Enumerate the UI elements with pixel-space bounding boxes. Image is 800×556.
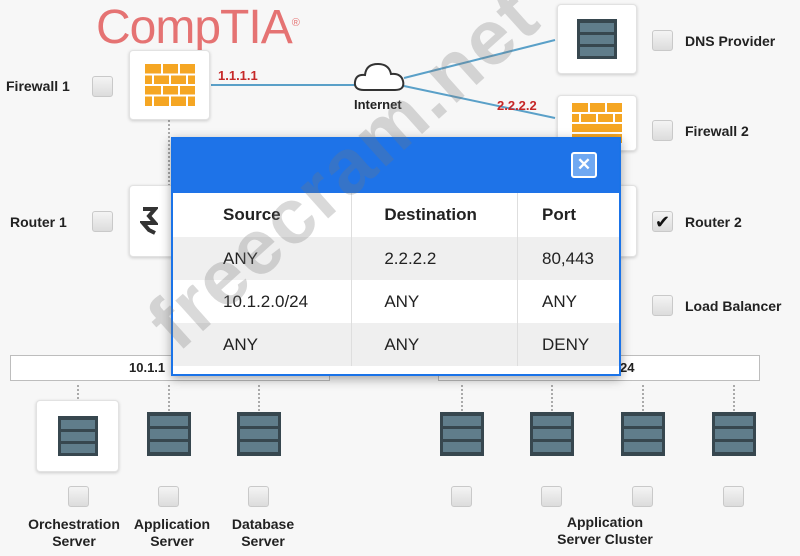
firewall1-checkbox[interactable] — [92, 76, 113, 97]
cell-destination: ANY — [351, 280, 518, 323]
cloud-icon — [353, 62, 405, 91]
cell-source: 10.1.2.0/24 — [223, 291, 309, 311]
check-icon: ✔ — [654, 211, 671, 232]
router2-label: Router 2 — [685, 214, 742, 230]
cluster-server-icon-4[interactable] — [712, 412, 756, 456]
firewall2-ip: 2.2.2.2 — [497, 98, 537, 113]
internet-label: Internet — [354, 97, 402, 112]
dns-provider-label: DNS Provider — [685, 33, 776, 49]
left-subnet-label: 10.1.1 — [129, 360, 166, 375]
router2-checkbox[interactable]: ✔ — [652, 211, 673, 232]
close-icon: ✕ — [576, 155, 592, 174]
cluster-server-icon-1[interactable] — [440, 412, 484, 456]
dialog-header: ✕ — [173, 139, 619, 193]
column-header-destination: Destination — [351, 193, 518, 237]
column-header-port: Port — [517, 193, 619, 237]
cell-source: ANY — [173, 237, 352, 280]
load-balancer-label: Load Balancer — [685, 298, 782, 314]
comptia-logo: CompTIA® — [96, 1, 300, 54]
dns-provider-checkbox[interactable] — [652, 30, 673, 51]
firewall1-device[interactable] — [129, 50, 210, 120]
firewall-icon — [572, 103, 622, 143]
table-header-row: Source Destination Port — [173, 193, 619, 237]
cell-source: ANY — [173, 323, 352, 366]
database-server-icon[interactable] — [237, 412, 281, 456]
firewall-icon — [144, 64, 195, 106]
application-server-checkbox[interactable] — [158, 486, 179, 507]
cell-port: DENY — [517, 323, 619, 366]
firewall2-label: Firewall 2 — [685, 123, 749, 139]
router-icon — [140, 207, 158, 235]
cell-destination: ANY — [351, 323, 518, 366]
rules-table: Source Destination Port ANY 2.2.2.2 80,4… — [173, 193, 619, 366]
server-icon — [57, 416, 98, 456]
firewall-rules-dialog: ✕ Source Destination Port ANY 2.2.2.2 80… — [171, 137, 621, 376]
cluster-server-3-checkbox[interactable] — [632, 486, 653, 507]
close-button[interactable]: ✕ — [571, 152, 597, 178]
firewall1-ip: 1.1.1.1 — [218, 68, 258, 83]
cluster-server-1-checkbox[interactable] — [451, 486, 472, 507]
orchestration-server-checkbox[interactable] — [68, 486, 89, 507]
cluster-server-2-checkbox[interactable] — [541, 486, 562, 507]
orchestration-server-device[interactable] — [36, 400, 119, 472]
right-subnet-label: 24 — [620, 360, 635, 375]
table-row[interactable]: ANY ANY DENY — [173, 323, 619, 366]
column-header-source: Source — [223, 205, 281, 224]
application-server-icon[interactable] — [147, 412, 191, 456]
cell-port: ANY — [517, 280, 619, 323]
cell-port: 80,443 — [517, 237, 619, 280]
router1-checkbox[interactable] — [92, 211, 113, 232]
load-balancer-checkbox[interactable] — [652, 295, 673, 316]
cluster-server-4-checkbox[interactable] — [723, 486, 744, 507]
cluster-server-icon-3[interactable] — [621, 412, 665, 456]
table-row[interactable]: 10.1.2.0/24 ANY ANY — [173, 280, 619, 323]
firewall2-checkbox[interactable] — [652, 120, 673, 141]
cluster-server-icon-2[interactable] — [530, 412, 574, 456]
router1-label: Router 1 — [10, 214, 67, 230]
server-icon — [577, 19, 617, 59]
firewall1-label: Firewall 1 — [6, 78, 70, 94]
dns-provider-device[interactable] — [557, 4, 637, 74]
cell-destination: 2.2.2.2 — [351, 237, 518, 280]
database-server-checkbox[interactable] — [248, 486, 269, 507]
table-row[interactable]: ANY 2.2.2.2 80,443 — [173, 237, 619, 280]
